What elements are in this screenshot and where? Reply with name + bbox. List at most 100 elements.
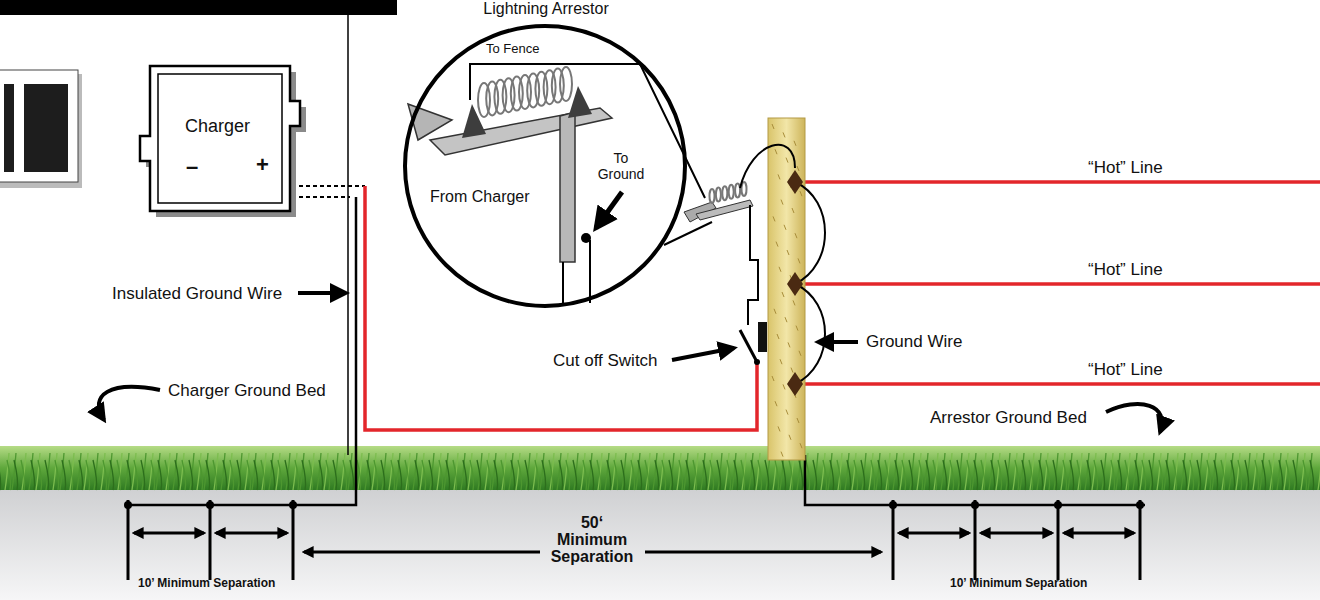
grass-blade: [910, 453, 914, 490]
inset-ground: [405, 26, 685, 306]
grain-stroke: [791, 368, 793, 373]
grass-blade: [756, 453, 760, 490]
grass-blade: [69, 460, 73, 490]
ground-bracket: [560, 112, 575, 262]
grass-blade: [1006, 453, 1010, 490]
grass-blade: [516, 453, 520, 490]
grain-stroke: [792, 208, 794, 213]
grass-blade: [885, 460, 889, 490]
grain-stroke: [777, 334, 779, 339]
grain-stroke: [775, 401, 777, 406]
line-label: “Hot” Line: [1088, 360, 1163, 380]
grass-blade: [1181, 453, 1185, 490]
grass-blade: [22, 453, 26, 490]
grass-blade: [590, 460, 594, 490]
grass-blade: [1085, 453, 1089, 490]
inset-circle-outline: [398, 0, 694, 310]
grass-blade: [175, 460, 179, 490]
grass-blade: [117, 460, 121, 490]
grass-blade: [1214, 460, 1218, 490]
arrestor-ground-lead: [748, 205, 758, 325]
grass-blade: [142, 453, 146, 490]
grain-stroke: [785, 317, 787, 322]
grass-blade: [1284, 453, 1288, 490]
dimension-label-wrap: 10’ Minimum Separation: [138, 577, 275, 591]
ground-lead: [589, 240, 591, 303]
grass-blade: [141, 460, 145, 490]
grass-blade: [1022, 460, 1026, 490]
grass-blade: [540, 453, 544, 490]
grass-blade: [679, 460, 683, 490]
grass-blade: [1101, 460, 1105, 490]
grass-blade: [813, 460, 817, 490]
grass-blade: [1150, 453, 1154, 490]
grass-blade: [550, 453, 554, 490]
grass-blade: [357, 460, 361, 490]
callout-label: Insulated Ground Wire: [112, 284, 282, 304]
grass-blade: [94, 453, 98, 490]
grass-blade: [991, 460, 995, 490]
grass-blade: [902, 460, 906, 490]
grain-stroke: [783, 132, 785, 137]
grass-blade: [79, 460, 83, 490]
grass-blade: [108, 453, 112, 490]
grass-blade: [917, 453, 921, 490]
line-label-wrap: “Hot” Line: [1088, 360, 1163, 380]
grass-blade: [21, 460, 25, 490]
grain-stroke: [772, 124, 774, 129]
grass-blade: [893, 453, 897, 490]
grass-blade: [1183, 460, 1187, 490]
grass-blade: [965, 453, 969, 490]
grass-blade: [694, 453, 698, 490]
box-inner-outline: [158, 74, 282, 203]
grass-blade: [533, 453, 537, 490]
grass-blade: [53, 453, 57, 490]
grass-blade: [86, 460, 90, 490]
grass-blade: [511, 460, 515, 490]
grass-blade: [470, 460, 474, 490]
grass-blade: [477, 460, 481, 490]
grass-blade: [1294, 453, 1298, 490]
line-label-wrap: “Hot” Line: [1088, 260, 1163, 280]
grass-blade: [1068, 453, 1072, 490]
grass-blade: [127, 460, 131, 490]
grass-blade: [444, 453, 448, 490]
grass-blade: [653, 453, 657, 490]
grass-blade: [655, 460, 659, 490]
arrestor-coil-detail: [478, 67, 572, 117]
grass-blade: [895, 460, 899, 490]
grass-blade: [413, 453, 417, 490]
charger-lead: [562, 262, 564, 304]
inset-label-wrap: To Fence: [486, 42, 539, 57]
grass-blade: [31, 460, 35, 490]
grain-stroke: [778, 426, 780, 431]
grass-blade: [293, 453, 297, 490]
grass-blade: [7, 460, 11, 490]
grass-blade: [60, 453, 64, 490]
grass-blade: [1198, 453, 1202, 490]
grass-blade: [926, 460, 930, 490]
grass-blade: [1277, 453, 1281, 490]
coil-mount: [568, 86, 592, 118]
callout-label: Charger Ground Bed: [168, 381, 326, 401]
grass-blade: [876, 453, 880, 490]
arrestor-plate: [696, 200, 753, 220]
grass-blade: [204, 453, 208, 490]
coil-turn: [710, 189, 715, 203]
dimension-label: 10’ Minimum Separation: [950, 577, 1087, 591]
grain-stroke: [780, 359, 782, 364]
coil-turn: [742, 182, 747, 196]
grass-blade: [830, 460, 834, 490]
grass-blade: [717, 460, 721, 490]
grain-stroke: [778, 174, 780, 179]
grass-blade: [367, 460, 371, 490]
grass-blade: [526, 453, 530, 490]
grass-blade: [919, 460, 923, 490]
grass-blade: [1111, 460, 1115, 490]
grass-blade: [374, 460, 378, 490]
grass-blade: [821, 453, 825, 490]
grass-blade: [1205, 453, 1209, 490]
grass-blade: [854, 460, 858, 490]
grass-blade: [310, 453, 314, 490]
grass-blade: [132, 453, 136, 490]
